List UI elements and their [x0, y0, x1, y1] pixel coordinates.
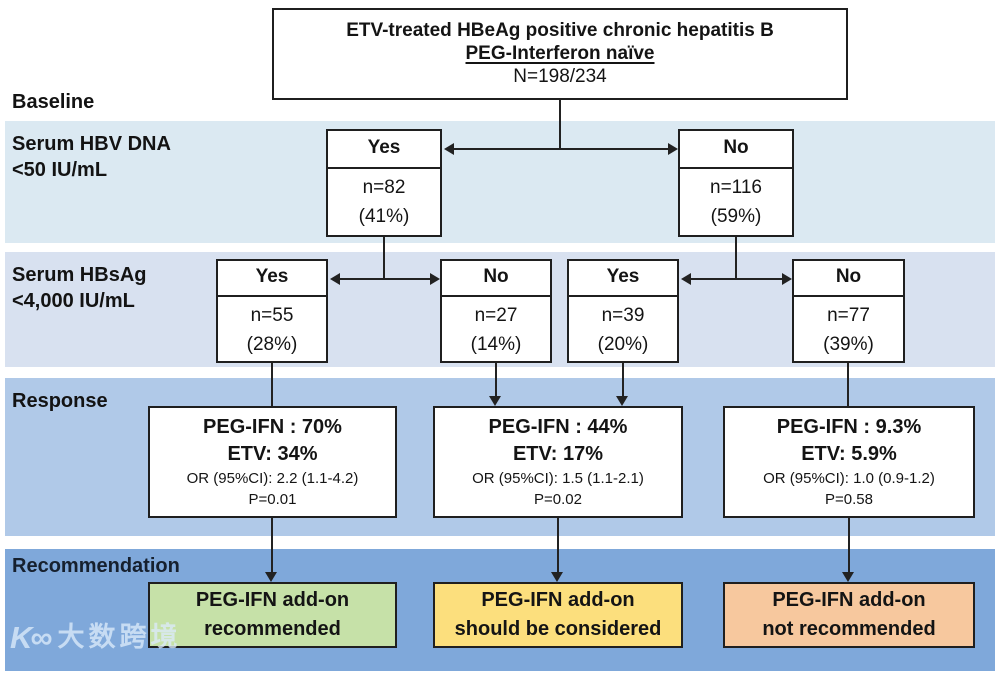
row-label-line: Serum HBsAg: [12, 264, 147, 286]
recommendation-line: recommended: [204, 618, 341, 640]
recommendation-line: should be considered: [454, 618, 662, 640]
node-n: n=116: [710, 177, 762, 198]
watermark: K∞ 大数跨境: [10, 622, 182, 653]
root-subtitle: PEG-Interferon naïve: [465, 43, 655, 64]
node-pct: (28%): [246, 333, 298, 355]
node-answer: Yes: [328, 131, 440, 169]
node-answer: Yes: [569, 261, 677, 297]
node-answer: Yes: [218, 261, 326, 297]
connector-row2-right-line: [689, 278, 784, 280]
connector-to-rec-3: [848, 518, 850, 573]
row-label-recommendation: Recommendation: [12, 555, 180, 577]
node-count: n=116 (59%): [680, 169, 792, 231]
arrowhead-right-icon: [430, 273, 440, 285]
root-n-count: N=198/234: [513, 66, 607, 87]
node-hbsag-yes-2: Yes n=39 (20%): [567, 259, 679, 363]
p-value: P=0.02: [534, 490, 582, 508]
row-label-serum-hbsag: Serum HBsAg <4,000 IU/mL: [12, 262, 146, 315]
node-answer: No: [794, 261, 903, 297]
peg-ifn-rate: PEG-IFN : 70%: [203, 415, 342, 438]
watermark-text: 大数跨境: [57, 622, 182, 652]
node-pct: (41%): [358, 205, 410, 227]
row-label-baseline: Baseline: [12, 91, 95, 113]
connector-hbv-no-stem: [735, 237, 737, 279]
node-count: n=39 (20%): [569, 297, 677, 359]
node-n: n=55: [250, 305, 294, 326]
row-label-line: <50 IU/mL: [12, 159, 108, 182]
arrowhead-right-icon: [668, 143, 678, 155]
node-pct: (20%): [597, 333, 649, 355]
node-count: n=77 (39%): [794, 297, 903, 359]
connector-to-response-2a: [495, 363, 497, 397]
node-count: n=55 (28%): [218, 297, 326, 359]
recommendation-line: not recommended: [762, 618, 936, 640]
node-count: n=27 (14%): [442, 297, 550, 359]
response-node-1: PEG-IFN : 70% ETV: 34% OR (95%CI): 2.2 (…: [148, 406, 397, 518]
node-pct: (14%): [470, 333, 522, 355]
arrowhead-left-icon: [330, 273, 340, 285]
node-n: n=82: [362, 177, 406, 198]
peg-ifn-rate: PEG-IFN : 44%: [488, 415, 628, 438]
node-pct: (39%): [823, 333, 874, 355]
row-label-line: Serum HBV DNA: [12, 133, 171, 155]
connector-to-rec-1: [271, 518, 273, 573]
node-hbsag-no-1: No n=27 (14%): [440, 259, 552, 363]
node-hbv-dna-no: No n=116 (59%): [678, 129, 794, 237]
arrowhead-down-icon: [842, 572, 854, 582]
connector-to-response-1: [271, 363, 273, 407]
connector-row1-line: [450, 148, 670, 150]
recommendation-line: PEG-IFN add-on: [195, 589, 350, 611]
node-n: n=39: [601, 305, 645, 326]
connector-to-response-2b: [622, 363, 624, 397]
node-hbsag-no-2: No n=77 (39%): [792, 259, 905, 363]
node-count: n=82 (41%): [328, 169, 440, 231]
row-label-serum-hbv-dna: Serum HBV DNA <50 IU/mL: [12, 131, 171, 184]
recommendation-node-not-recommended: PEG-IFN add-on not recommended: [723, 582, 975, 648]
etv-rate: ETV: 34%: [227, 443, 318, 466]
recommendation-line: PEG-IFN add-on: [481, 589, 635, 611]
connector-to-response-3: [847, 363, 849, 407]
root-node: ETV-treated HBeAg positive chronic hepat…: [272, 8, 848, 100]
dashu-logo-icon: K∞: [10, 620, 52, 655]
etv-rate: ETV: 5.9%: [801, 443, 897, 466]
response-node-3: PEG-IFN : 9.3% ETV: 5.9% OR (95%CI): 1.0…: [723, 406, 975, 518]
row-label-line: <4,000 IU/mL: [12, 290, 135, 313]
root-title: ETV-treated HBeAg positive chronic hepat…: [346, 20, 774, 41]
node-n: n=27: [474, 305, 518, 326]
recommendation-line: PEG-IFN add-on: [772, 589, 926, 611]
response-node-2: PEG-IFN : 44% ETV: 17% OR (95%CI): 1.5 (…: [433, 406, 683, 518]
arrowhead-down-icon: [489, 396, 501, 406]
arrowhead-down-icon: [551, 572, 563, 582]
etv-rate: ETV: 17%: [512, 443, 604, 466]
odds-ratio: OR (95%CI): 1.5 (1.1-2.1): [472, 469, 644, 487]
connector-row2-left-line: [338, 278, 432, 280]
node-n: n=77: [827, 305, 870, 326]
arrowhead-left-icon: [681, 273, 691, 285]
arrowhead-down-icon: [265, 572, 277, 582]
recommendation-node-considered: PEG-IFN add-on should be considered: [433, 582, 683, 648]
node-answer: No: [442, 261, 550, 297]
node-hbv-dna-yes: Yes n=82 (41%): [326, 129, 442, 237]
odds-ratio: OR (95%CI): 2.2 (1.1-4.2): [186, 469, 359, 487]
arrowhead-right-icon: [782, 273, 792, 285]
p-value: P=0.01: [248, 490, 297, 508]
node-answer: No: [680, 131, 792, 169]
peg-ifn-rate: PEG-IFN : 9.3%: [776, 415, 922, 438]
p-value: P=0.58: [825, 490, 873, 508]
arrowhead-left-icon: [444, 143, 454, 155]
row-label-response: Response: [12, 390, 108, 412]
arrowhead-down-icon: [616, 396, 628, 406]
connector-to-rec-2: [557, 518, 559, 573]
node-pct: (59%): [710, 205, 762, 227]
connector-root-stem: [559, 100, 561, 149]
recommendation-node-recommended: PEG-IFN add-on recommended: [148, 582, 397, 648]
odds-ratio: OR (95%CI): 1.0 (0.9-1.2): [763, 469, 935, 487]
band-serum-hbv-dna: [5, 121, 995, 243]
node-hbsag-yes-1: Yes n=55 (28%): [216, 259, 328, 363]
connector-hbv-yes-stem: [383, 237, 385, 279]
